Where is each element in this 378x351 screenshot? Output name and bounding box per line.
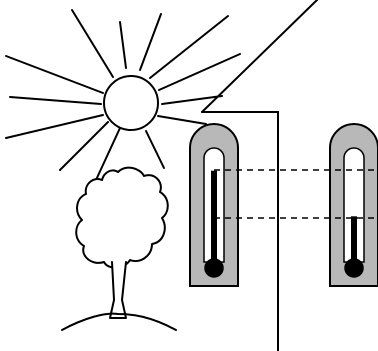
house-wall [201,0,318,351]
tree-crown [75,166,169,269]
ground [61,312,177,331]
thermometer-liquid [351,216,357,264]
thermometer-inside [329,123,378,287]
thermometer-tube [343,147,365,263]
sun-rays [5,9,241,181]
thermometer-bulb [344,258,364,278]
sun-icon [5,9,241,181]
thermometer-bulb [204,258,224,278]
level-guides [214,169,376,219]
tree-icon [61,166,177,331]
roof-line [201,0,318,113]
wall-top [201,111,279,351]
sun-disk [103,75,159,131]
tree-trunk [109,261,127,319]
thermometer-outside [189,123,239,287]
